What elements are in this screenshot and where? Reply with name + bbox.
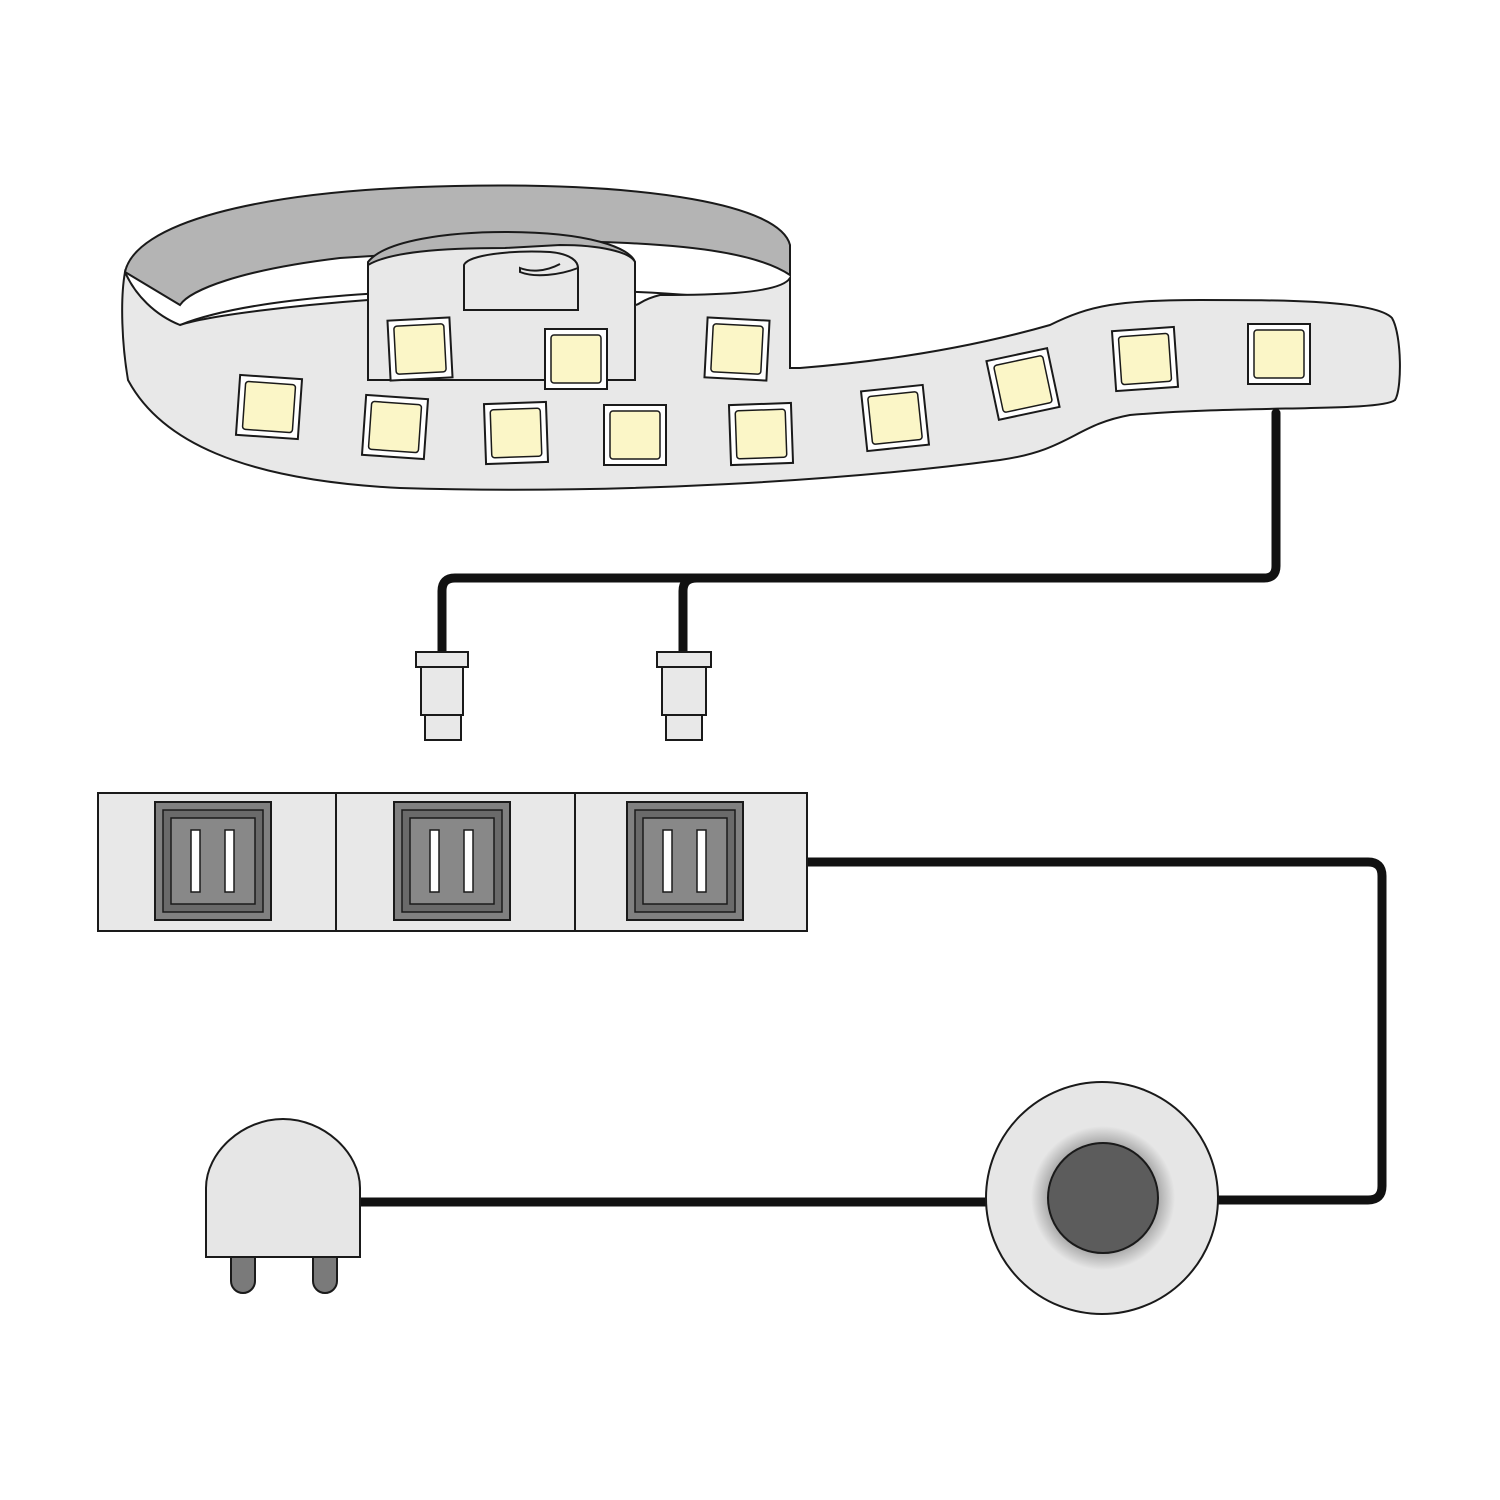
led-chip-die <box>710 323 764 375</box>
power-strip <box>97 792 808 932</box>
power-strip-outlets <box>154 801 744 921</box>
led-chip-die <box>550 334 602 384</box>
outlet-slot-right <box>224 829 235 893</box>
outlet-slot-right <box>696 829 707 893</box>
led-chip <box>234 373 304 441</box>
power-strip-cable <box>801 857 1387 1205</box>
outlet-face <box>409 817 495 905</box>
dimmer-switch <box>985 1081 1219 1315</box>
led-chip <box>360 393 430 461</box>
plug-body <box>205 1117 361 1258</box>
outlet-slot-left <box>429 829 440 893</box>
led-chips <box>234 316 1311 467</box>
led-chip <box>603 404 667 466</box>
led-chip-die <box>867 391 923 445</box>
connector-right <box>656 651 712 741</box>
outlet-socket <box>626 801 744 921</box>
connector-left <box>415 651 469 741</box>
connector-left-tip <box>424 714 462 741</box>
outlet-slot-right <box>463 829 474 893</box>
outlet-socket <box>154 801 272 921</box>
led-chip <box>727 401 795 467</box>
led-chip <box>1247 323 1311 385</box>
led-chip <box>386 316 454 382</box>
connector-left-collar <box>415 651 469 668</box>
plug <box>205 1117 361 1294</box>
led-chip <box>482 400 550 466</box>
led-chip-die <box>734 408 788 460</box>
connector-left-body <box>420 666 464 716</box>
led-chip-die <box>993 355 1053 413</box>
led-chip-die <box>393 323 447 375</box>
connector-right-collar <box>656 651 712 668</box>
connector-right-body <box>661 666 707 716</box>
led-chip <box>1110 325 1180 393</box>
led-chip <box>859 383 931 453</box>
led-chip-die <box>1117 332 1173 386</box>
led-chip-die <box>489 407 543 459</box>
cables <box>350 408 1387 1207</box>
outlet-slot-left <box>662 829 673 893</box>
led-strip-core-face <box>463 263 579 311</box>
dimmer-knob <box>1047 1142 1159 1254</box>
led-chip-die <box>1253 329 1305 379</box>
outlet-face <box>642 817 728 905</box>
connector-right-tip <box>665 714 703 741</box>
outlet-slot-left <box>190 829 201 893</box>
strip-output-cable <box>437 408 1281 657</box>
led-chip-die <box>609 410 661 460</box>
outlet-face <box>170 817 256 905</box>
led-chip-die <box>241 380 297 434</box>
led-chip <box>985 347 1061 421</box>
led-chip <box>544 328 608 390</box>
strip-branch-cable <box>678 573 702 657</box>
led-chip-die <box>367 400 423 454</box>
led-chip <box>703 316 771 382</box>
led-strip <box>121 184 1401 491</box>
outlet-socket <box>393 801 511 921</box>
